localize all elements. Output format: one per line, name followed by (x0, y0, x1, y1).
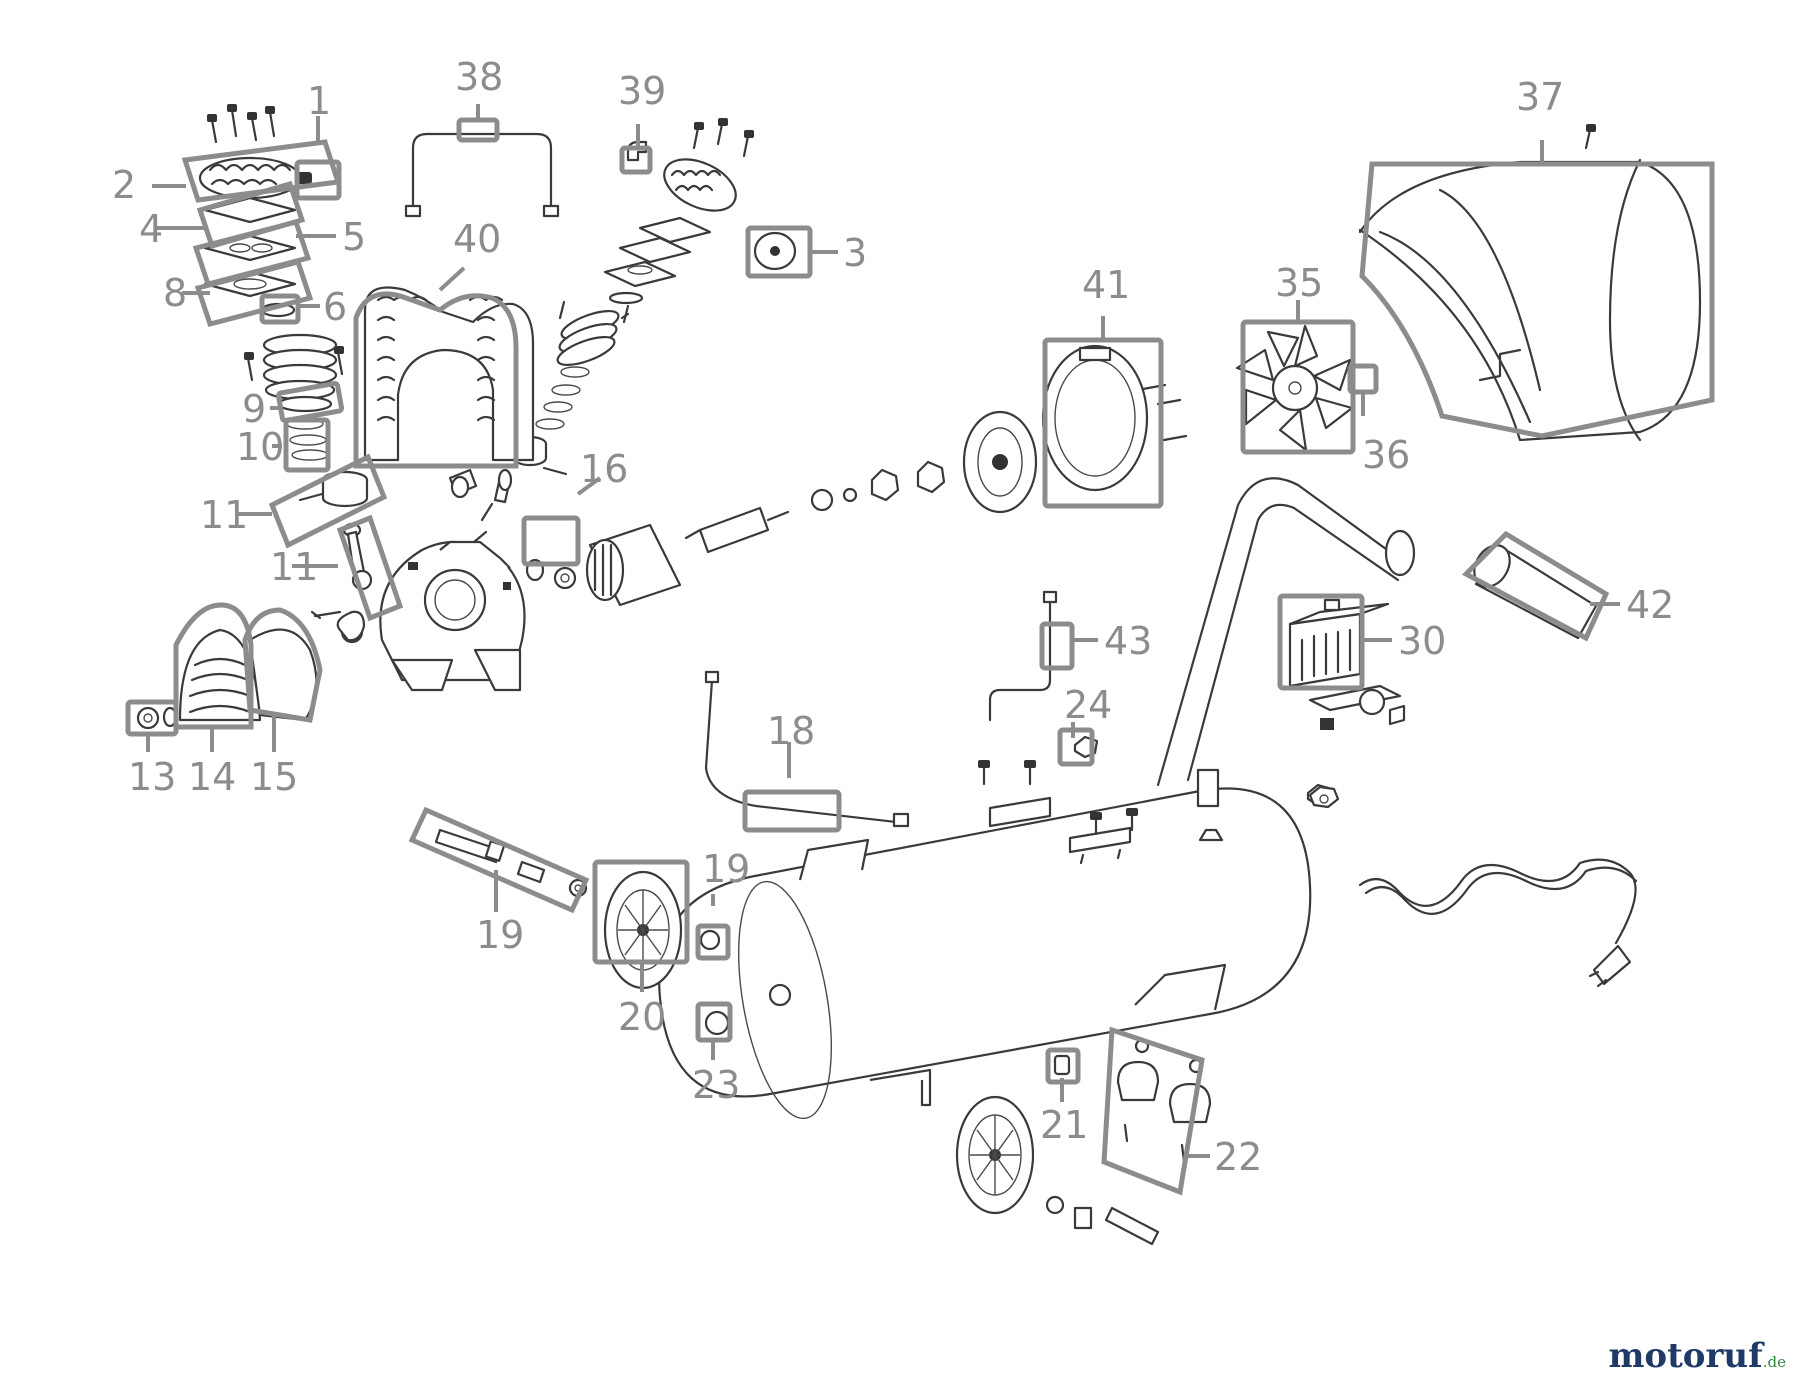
watermark-brand: motoruf (1608, 1336, 1763, 1376)
filter-cap-drawing (136, 706, 178, 730)
label-42: 42 (1626, 583, 1674, 627)
label-41: 41 (1082, 263, 1130, 307)
label-2: 2 (112, 163, 136, 207)
power-cord-drawing (1358, 858, 1638, 988)
label-24: 24 (1064, 683, 1112, 727)
small-fittings-drawing (699, 735, 1334, 1076)
part-drawings (136, 104, 1702, 1246)
label-35: 35 (1275, 261, 1323, 305)
screws-drawing (207, 104, 754, 382)
cooling-fan-drawing (1235, 324, 1354, 452)
label-16: 16 (580, 447, 628, 491)
label-23: 23 (692, 1063, 740, 1107)
label-37: 37 (1516, 75, 1564, 119)
label-19b: 19 (702, 847, 750, 891)
label-30: 30 (1398, 619, 1446, 663)
hose-43-drawing (988, 590, 1058, 722)
label-19a: 19 (476, 913, 524, 957)
air-filter-drawing (178, 610, 366, 722)
label-22: 22 (1214, 1135, 1262, 1179)
label-3: 3 (843, 231, 867, 275)
handle-drawing (1156, 477, 1416, 808)
bushing-drawing (448, 468, 513, 544)
motor-cover-drawing (1358, 124, 1702, 442)
label-39: 39 (618, 69, 666, 113)
callout-labels: 1 2 4 5 8 6 3 9 10 11 11 13 14 15 16 18 … (112, 55, 1674, 1179)
intake-valve-drawing (753, 231, 797, 271)
label-1: 1 (307, 79, 331, 123)
label-11b: 11 (270, 545, 318, 589)
label-6: 6 (323, 285, 347, 329)
air-tank-drawing (658, 760, 1312, 1120)
label-10: 10 (236, 425, 284, 469)
callout-boxes (125, 117, 1715, 1196)
label-4: 4 (139, 207, 163, 251)
label-40: 40 (453, 217, 501, 261)
valve-plates-right-drawing (603, 216, 712, 320)
label-11a: 11 (200, 493, 248, 537)
label-36: 36 (1362, 433, 1410, 477)
wheel-drawing (603, 870, 1035, 1215)
transfer-pipe-drawing (404, 132, 560, 218)
motor-drawing (525, 460, 946, 607)
watermark-tld: .de (1762, 1353, 1786, 1371)
crankcase-drawing (379, 540, 526, 692)
fan-shroud-drawing (1041, 344, 1188, 492)
nut-drawing (1308, 785, 1340, 809)
label-20: 20 (618, 995, 666, 1039)
label-14: 14 (188, 755, 236, 799)
label-8: 8 (163, 271, 187, 315)
axle-drawing (434, 828, 1160, 1246)
cylinder-head-right-drawing (663, 158, 737, 212)
label-13: 13 (128, 755, 176, 799)
label-21: 21 (1040, 1103, 1088, 1147)
watermark-logo: motoruf.de (1608, 1336, 1786, 1376)
label-9: 9 (242, 387, 266, 431)
label-38: 38 (455, 55, 503, 99)
cylinder-right-drawing (535, 300, 630, 430)
pressure-switch-drawing (1288, 598, 1406, 730)
label-15: 15 (250, 755, 298, 799)
pump-frame-drawing (363, 286, 535, 462)
label-18: 18 (767, 709, 815, 753)
label-5: 5 (342, 215, 366, 259)
end-shield-drawing (962, 410, 1038, 514)
piston-drawing (298, 470, 369, 508)
rubber-feet-drawing (1116, 1038, 1212, 1163)
hose-18-drawing (704, 670, 910, 828)
label-43: 43 (1104, 619, 1152, 663)
